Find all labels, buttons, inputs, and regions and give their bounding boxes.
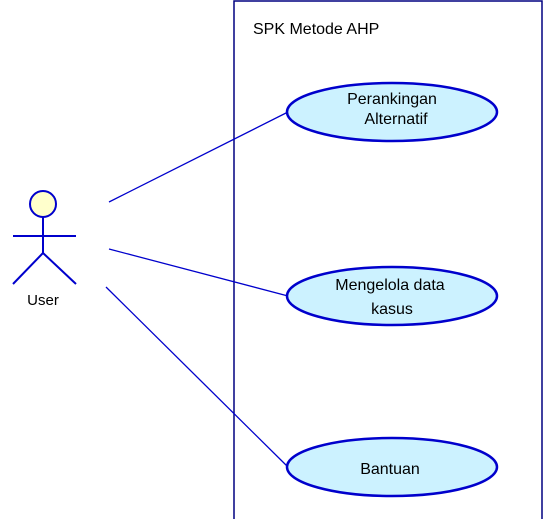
actor-left-leg bbox=[12, 252, 44, 285]
association-mengelola bbox=[108, 248, 289, 297]
use-case-label: Bantuan bbox=[360, 461, 420, 478]
actor-label: User bbox=[27, 292, 59, 309]
use-case-mengelola-data-kasus: Mengelola data kasus bbox=[285, 265, 499, 327]
system-boundary: SPK Metode AHP bbox=[233, 0, 543, 519]
use-case-label: Mengelola data bbox=[335, 277, 445, 294]
actor-right-leg bbox=[42, 252, 77, 285]
association-bantuan bbox=[105, 286, 289, 468]
use-case-ellipse bbox=[285, 265, 499, 327]
system-title: SPK Metode AHP bbox=[253, 21, 379, 38]
associations bbox=[105, 111, 289, 468]
actor-head bbox=[29, 190, 57, 218]
system-boundary-frame bbox=[233, 0, 543, 519]
use-case-perankingan-alternatif: Perankingan Alternatif bbox=[285, 81, 499, 143]
use-case-label: Perankingan bbox=[347, 91, 437, 108]
use-case-label: kasus bbox=[371, 301, 413, 318]
use-case-ellipse bbox=[285, 81, 499, 143]
use-case-label: Alternatif bbox=[364, 111, 428, 128]
use-case-bantuan: Bantuan bbox=[285, 436, 499, 498]
association-perankingan bbox=[108, 111, 289, 203]
actor-user: User bbox=[12, 190, 77, 309]
use-case-ellipse bbox=[285, 436, 499, 498]
